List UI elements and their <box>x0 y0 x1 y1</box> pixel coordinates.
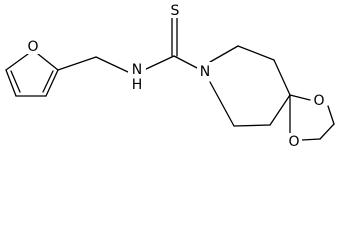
bond-furan-c4-c5 <box>5 69 17 97</box>
molecule-structure: O S N H N O O <box>5 2 335 150</box>
furan-ring <box>5 53 59 97</box>
bond-furan-c4-c5-double <box>10 70 21 93</box>
atom-label-ring-nitrogen: N <box>200 64 210 80</box>
bond-ring-c6-n <box>209 81 235 127</box>
atom-labels: O S N H N O O <box>27 2 327 150</box>
bond-ring-c3-spiro <box>273 59 291 96</box>
atom-label-sulfur: S <box>171 3 180 19</box>
bond-ch2-o-lower <box>301 138 321 141</box>
bond-cs-ring-n <box>173 55 200 70</box>
bond-ring-n-c2 <box>209 45 239 63</box>
atom-label-ketal-oxygen-lower: O <box>288 134 299 150</box>
bond-furan-c2-c3-double <box>42 70 54 93</box>
piperidine-ring <box>209 45 291 127</box>
atom-label-amide-nitrogen: N <box>132 62 142 78</box>
bond-spiro-o-upper <box>289 94 311 101</box>
thioamide-linker <box>57 17 200 73</box>
bond-furan-c5-o <box>5 53 29 71</box>
atom-label-ketal-oxygen-upper: O <box>313 93 324 109</box>
atom-label-furan-oxygen: O <box>27 39 38 55</box>
bond-ch2-nh <box>95 56 129 73</box>
bond-ring-c5-c6 <box>233 124 271 127</box>
bond-ch2-ch2 <box>319 123 335 140</box>
bond-furan-o-c2 <box>37 53 59 71</box>
dioxolane-ring <box>289 94 335 141</box>
bond-o-upper-ch2 <box>327 105 335 125</box>
bond-nh-cs <box>143 55 175 71</box>
atom-label-amide-hydrogen: H <box>132 77 143 93</box>
bond-furan-c2-c3 <box>45 69 59 97</box>
bond-ring-c2-c3 <box>237 45 275 61</box>
bond-furan-ch2 <box>57 56 97 71</box>
bond-ring-spiro-c5 <box>269 94 291 126</box>
